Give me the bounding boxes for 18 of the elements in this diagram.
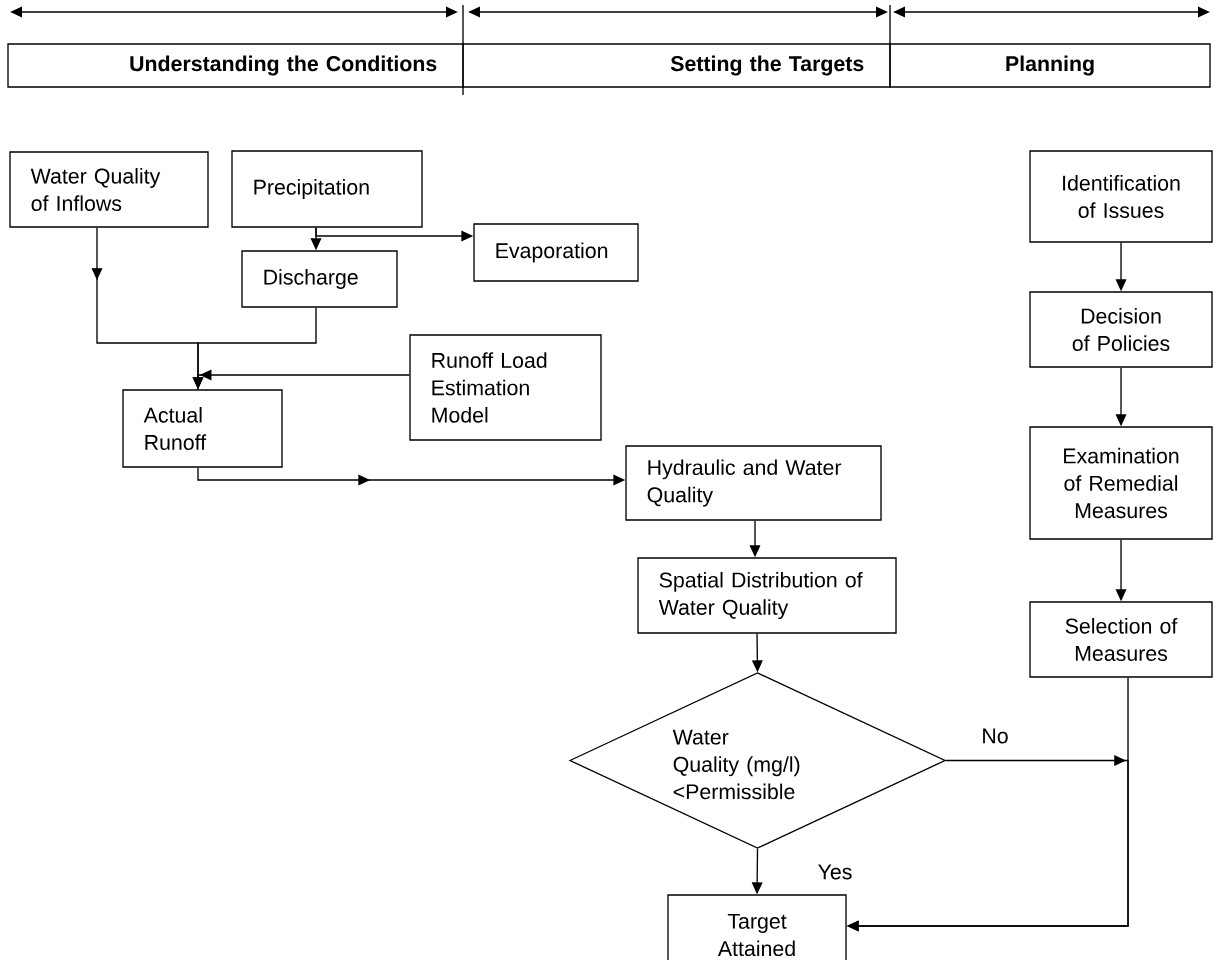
phase-band: Setting the Targets <box>462 43 891 88</box>
process-box: Spatial Distribution of Water Quality <box>637 557 897 634</box>
process-box: Discharge <box>241 250 398 308</box>
process-box: Runoff Load Estimation Model <box>409 334 602 441</box>
process-box: Examination of Remedial Measures <box>1029 426 1213 540</box>
process-box: Evaporation <box>473 223 639 282</box>
process-box: Precipitation <box>231 150 423 228</box>
process-box: Decision of Policies <box>1029 291 1213 368</box>
process-box: Actual Runoff <box>122 389 283 468</box>
process-box: Selection of Measures <box>1029 601 1213 678</box>
edge-label: No <box>980 727 1010 745</box>
phase-band: Planning <box>889 43 1211 88</box>
process-box: Target Attained <box>667 894 847 960</box>
process-box: Hydraulic and Water Quality <box>625 445 882 521</box>
phase-band: Understanding the Conditions <box>7 43 464 88</box>
process-box: Identification of Issues <box>1029 150 1213 243</box>
edge-label: Yes <box>816 863 854 881</box>
process-box: Water Quality of Inflows <box>9 151 209 228</box>
